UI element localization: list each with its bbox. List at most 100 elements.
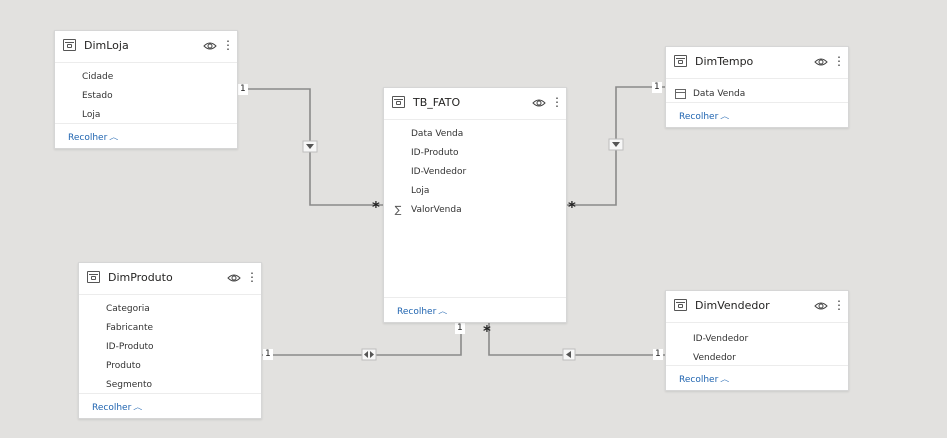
filter-direction-dimtempo[interactable]: [608, 138, 624, 151]
cardinality-one-dimloja: 1: [238, 84, 248, 95]
table-card-dimloja[interactable]: DimLoja ⋮ Cidade Estado Loja Recolher︿: [54, 30, 238, 149]
collapse-label: Recolher: [92, 403, 132, 413]
cardinality-many-tb-fato-bottom: *: [483, 322, 491, 340]
field-row[interactable]: Loja: [55, 106, 237, 125]
field-name: Fabricante: [106, 323, 154, 333]
relationship-line-dimloja-tb-fato: [238, 88, 383, 206]
table-card-header[interactable]: DimProduto ⋮: [79, 263, 261, 295]
chevron-up-icon: ︿: [720, 112, 730, 121]
more-options-icon[interactable]: ⋮: [246, 270, 258, 284]
collapse-button[interactable]: Recolher︿: [68, 130, 118, 143]
field-list: Cidade Estado Loja: [55, 68, 237, 125]
cardinality-one-dimtempo: 1: [652, 82, 662, 93]
field-row[interactable]: Produto: [79, 357, 261, 376]
eye-icon[interactable]: [814, 57, 828, 67]
table-icon: [63, 39, 76, 51]
eye-icon[interactable]: [532, 98, 546, 108]
field-list: ID-Vendedor Vendedor: [666, 330, 848, 368]
more-options-icon[interactable]: ⋮: [551, 95, 563, 109]
field-name: Loja: [411, 186, 430, 196]
field-row[interactable]: Vendedor: [666, 349, 848, 368]
table-icon: [392, 96, 405, 108]
field-list: Data Venda: [666, 85, 848, 104]
chevron-up-icon: ︿: [720, 375, 730, 384]
field-row[interactable]: ID-Produto: [384, 144, 566, 163]
table-card-footer: Recolher︿: [55, 123, 237, 148]
eye-icon[interactable]: [814, 301, 828, 311]
field-row[interactable]: Categoria: [79, 300, 261, 319]
table-title: DimProduto: [108, 271, 173, 284]
field-row[interactable]: Data Venda: [384, 125, 566, 144]
table-card-dimvendedor[interactable]: DimVendedor ⋮ ID-Vendedor Vendedor Recol…: [665, 290, 849, 391]
field-list: Categoria Fabricante ID-Produto Produto …: [79, 300, 261, 395]
table-title: DimTempo: [695, 55, 754, 68]
eye-icon[interactable]: [203, 41, 217, 51]
sigma-icon: ∑: [394, 205, 402, 216]
field-name: ValorVenda: [411, 205, 462, 215]
field-row[interactable]: ID-Produto: [79, 338, 261, 357]
table-card-footer: Recolher︿: [79, 393, 261, 418]
table-card-header[interactable]: DimTempo ⋮: [666, 47, 848, 79]
collapse-label: Recolher: [397, 307, 437, 317]
table-card-footer: Recolher︿: [666, 102, 848, 127]
filter-direction-dimvendedor[interactable]: [562, 348, 576, 361]
chevron-up-icon: ︿: [109, 133, 119, 142]
field-name: Segmento: [106, 380, 153, 390]
field-row[interactable]: Segmento: [79, 376, 261, 395]
filter-direction-dimloja[interactable]: [302, 140, 318, 153]
field-name: Cidade: [82, 72, 114, 82]
field-name: Data Venda: [411, 129, 464, 139]
table-card-header[interactable]: DimLoja ⋮: [55, 31, 237, 63]
field-name: Data Venda: [693, 89, 746, 99]
chevron-up-icon: ︿: [133, 403, 143, 412]
cardinality-one-dimvendedor: 1: [653, 349, 663, 360]
more-options-icon[interactable]: ⋮: [833, 298, 845, 312]
cardinality-one-dimproduto: 1: [263, 349, 273, 360]
relationship-line-dimproduto-tb-fato: [262, 323, 462, 356]
field-name: ID-Vendedor: [693, 334, 749, 344]
table-card-dimtempo[interactable]: DimTempo ⋮ Data Venda Recolher︿: [665, 46, 849, 128]
field-row[interactable]: Data Venda: [666, 85, 848, 104]
table-card-dimproduto[interactable]: DimProduto ⋮ Categoria Fabricante ID-Pro…: [78, 262, 262, 419]
field-name: Produto: [106, 361, 141, 371]
field-row[interactable]: ∑ ValorVenda: [384, 201, 566, 220]
cardinality-many-tb-fato-left: *: [372, 198, 380, 216]
collapse-button[interactable]: Recolher︿: [397, 304, 447, 317]
field-name: ID-Vendedor: [411, 167, 467, 177]
collapse-button[interactable]: Recolher︿: [679, 372, 729, 385]
table-title: DimLoja: [84, 39, 129, 52]
field-row[interactable]: Cidade: [55, 68, 237, 87]
field-row[interactable]: ID-Vendedor: [384, 163, 566, 182]
eye-icon[interactable]: [227, 273, 241, 283]
field-row[interactable]: Loja: [384, 182, 566, 201]
collapse-label: Recolher: [679, 375, 719, 385]
more-options-icon[interactable]: ⋮: [222, 38, 234, 52]
more-options-icon[interactable]: ⋮: [833, 54, 845, 68]
table-card-header[interactable]: TB_FATO ⋮: [384, 88, 566, 120]
field-list: Data Venda ID-Produto ID-Vendedor Loja ∑…: [384, 125, 566, 220]
field-name: Estado: [82, 91, 113, 101]
field-row[interactable]: ID-Vendedor: [666, 330, 848, 349]
table-card-tb-fato[interactable]: TB_FATO ⋮ Data Venda ID-Produto ID-Vende…: [383, 87, 567, 323]
collapse-label: Recolher: [68, 133, 108, 143]
table-icon: [87, 271, 100, 283]
collapse-button[interactable]: Recolher︿: [679, 109, 729, 122]
collapse-label: Recolher: [679, 112, 719, 122]
field-row[interactable]: Fabricante: [79, 319, 261, 338]
field-name: Categoria: [106, 304, 150, 314]
collapse-button[interactable]: Recolher︿: [92, 400, 142, 413]
field-name: ID-Produto: [106, 342, 154, 352]
table-icon: [674, 55, 687, 67]
table-card-footer: Recolher︿: [666, 365, 848, 390]
field-name: ID-Produto: [411, 148, 459, 158]
table-card-footer: Recolher︿: [384, 297, 566, 322]
field-row[interactable]: Estado: [55, 87, 237, 106]
relationship-line-dimtempo-tb-fato: [567, 86, 665, 206]
field-name: Loja: [82, 110, 101, 120]
cardinality-one-tb-fato-bottom: 1: [455, 323, 465, 334]
table-title: DimVendedor: [695, 299, 770, 312]
chevron-up-icon: ︿: [438, 307, 448, 316]
filter-direction-dimproduto[interactable]: [361, 348, 377, 361]
calendar-icon: [675, 89, 686, 99]
table-card-header[interactable]: DimVendedor ⋮: [666, 291, 848, 323]
